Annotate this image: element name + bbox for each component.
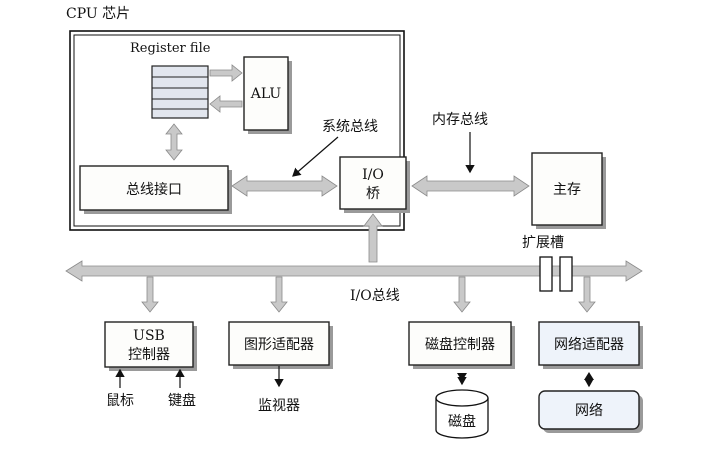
io-bus-drops <box>141 276 596 313</box>
mouse-label: 鼠标 <box>106 393 134 409</box>
graphics-adapter-box: 图形适配器 <box>228 321 333 369</box>
network-device: 网络 <box>538 372 643 433</box>
register-bus-interface-arrow <box>165 123 183 161</box>
expansion-slot-2 <box>559 256 573 292</box>
disk-controller-box: 磁盘控制器 <box>408 321 515 369</box>
io-bridge-label-line2: 桥 <box>366 186 380 202</box>
bus-interface-box: 总线接口 <box>79 165 232 214</box>
keyboard-device: 键盘 <box>168 368 196 409</box>
network-adapter-box: 网络适配器 <box>538 321 643 369</box>
main-memory-label: 主存 <box>553 182 581 198</box>
mouse-device: 鼠标 <box>106 368 134 409</box>
network-label: 网络 <box>575 403 603 419</box>
bus-interface-label: 总线接口 <box>126 181 182 198</box>
expansion-slots-label: 扩展槽 <box>522 235 564 251</box>
usb-controller-label-line2: 控制器 <box>128 347 170 363</box>
system-bus-pointer <box>292 136 339 177</box>
system-bus <box>231 175 338 197</box>
memory-bus <box>411 175 530 197</box>
register-file-label: Register file <box>130 41 211 56</box>
usb-controller-label-line1: USB <box>133 328 165 344</box>
disk-label: 磁盘 <box>448 413 476 430</box>
disk-controller-label: 磁盘控制器 <box>425 336 495 353</box>
io-bus <box>65 260 643 282</box>
network-drop-arrow <box>578 276 596 313</box>
expansion-slot-1 <box>539 256 553 292</box>
memory-bus-label: 内存总线 <box>432 112 488 128</box>
usb-controller-box: USB 控制器 <box>104 321 197 371</box>
disk-drop-arrow <box>453 276 471 313</box>
io-bridge-box: I/O 桥 <box>339 156 410 213</box>
alu-label: ALU <box>250 86 282 102</box>
network-adapter-label: 网络适配器 <box>554 337 624 353</box>
keyboard-label: 键盘 <box>168 392 196 409</box>
register-file: Register file <box>130 41 211 119</box>
monitor-label: 监视器 <box>258 398 300 414</box>
system-bus-label: 系统总线 <box>322 119 378 135</box>
monitor-device: 监视器 <box>258 366 300 414</box>
bridge-io-bus-arrow <box>363 213 383 263</box>
io-bridge-label-line1: I/O <box>362 167 384 183</box>
expansion-slots: 扩展槽 <box>522 235 573 292</box>
disk-device: 磁盘 <box>435 373 489 439</box>
main-memory-box: 主存 <box>531 152 606 229</box>
usb-drop-arrow <box>141 276 159 313</box>
graphics-drop-arrow <box>270 276 288 313</box>
cpu-chip-title: CPU 芯片 <box>66 6 130 22</box>
register-alu-arrows <box>209 64 243 113</box>
io-bus-label: I/O总线 <box>350 288 400 304</box>
graphics-adapter-label: 图形适配器 <box>244 337 314 353</box>
alu-box: ALU <box>243 56 292 134</box>
